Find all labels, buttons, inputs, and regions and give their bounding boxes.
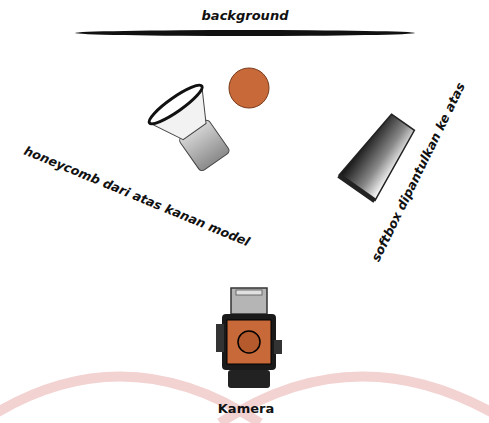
camera-label: Kamera [218, 401, 274, 416]
model-circle [229, 68, 269, 108]
camera [216, 288, 282, 388]
background-label: background [202, 8, 289, 23]
honeycomb-light [145, 80, 242, 180]
background-line [75, 30, 415, 36]
